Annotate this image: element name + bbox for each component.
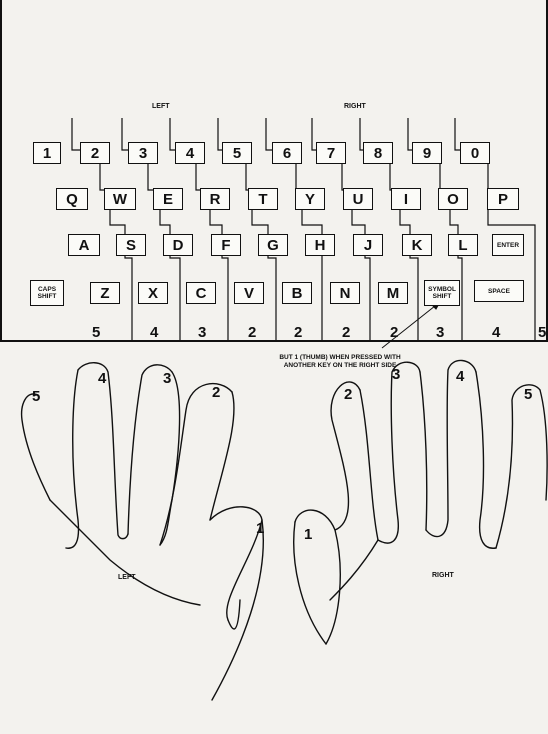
left-finger-number: 4	[98, 370, 106, 387]
right-finger-number: 3	[392, 366, 400, 383]
right-index-outline	[331, 382, 360, 530]
left-hand-label: LEFT	[118, 574, 136, 581]
right-pinky-outline	[496, 385, 540, 548]
left-finger-number: 2	[212, 384, 220, 401]
left-finger-number: 3	[163, 370, 171, 387]
right-finger-number: 5	[524, 386, 532, 403]
right-finger-number: 2	[344, 386, 352, 403]
left-finger-number: 5	[32, 388, 40, 405]
left-pinky-outline	[22, 394, 50, 500]
left-index-outline	[160, 384, 232, 545]
left-ring-outline	[78, 363, 128, 539]
right-thumb-outline	[295, 510, 340, 644]
right-middle-outline	[378, 362, 420, 543]
right-finger-number: 1	[304, 526, 312, 543]
right-ring-outline	[426, 360, 476, 536]
left-finger-number: 1	[256, 520, 264, 537]
left-middle-outline	[128, 365, 172, 534]
right-finger-number: 4	[456, 368, 464, 385]
right-hand-label: RIGHT	[432, 572, 454, 579]
